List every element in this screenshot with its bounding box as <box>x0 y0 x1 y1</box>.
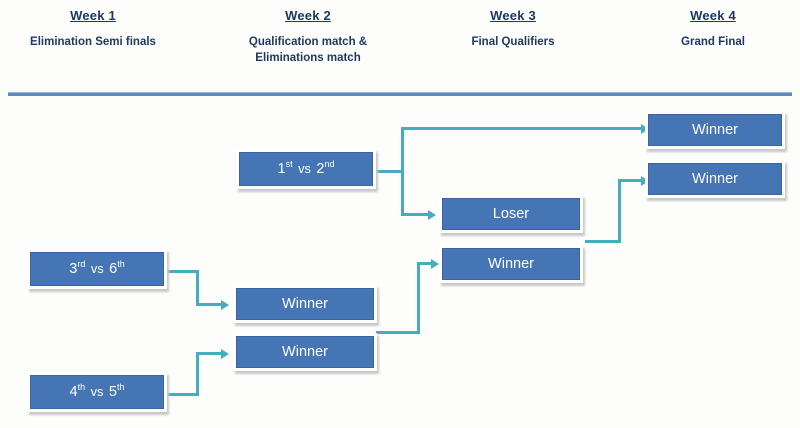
connector-w2-winner-bot-rise <box>417 262 420 334</box>
box-match-4v5[interactable]: 4th vs 5th <box>30 375 164 409</box>
connector-w3-loser-to-w4-winner-bot <box>618 179 643 182</box>
header-subtitle-week-4: Grand Final <box>681 36 745 48</box>
connector-4v5-rise <box>196 352 199 396</box>
connector-4v5-out <box>165 393 199 396</box>
header-subtitle-week-1: Elimination Semi finals <box>30 36 156 48</box>
connector-w2-winner-bot-to-w3-winner <box>417 262 433 265</box>
connector-w3-loser-out <box>585 240 621 243</box>
box-match-1v2-label: 1st vs 2nd <box>277 159 335 177</box>
arrow-to-w2-winner-top <box>221 299 229 310</box>
box-w2-winner-top[interactable]: Winner <box>236 288 374 320</box>
connector-1v2-stem <box>372 170 404 173</box>
header-subtitle-week-2: Qualification match & Eliminations match <box>248 36 368 64</box>
connector-3v6-drop <box>196 270 199 306</box>
header-column-week-4: Week 4 Grand Final <box>620 8 800 50</box>
connector-3v6-out <box>165 270 199 273</box>
connector-1v2-riser-up <box>401 127 404 173</box>
header-title-week-1: Week 1 <box>70 8 116 23</box>
header-subtitle-week-3: Final Qualifiers <box>471 36 555 48</box>
arrow-to-w3-winner <box>431 258 439 269</box>
box-w4-winner-top[interactable]: Winner <box>648 114 782 146</box>
arrow-to-w2-winner-bot <box>221 348 229 359</box>
header-divider <box>8 92 792 96</box>
box-match-3v6[interactable]: 3rd vs 6th <box>30 252 164 286</box>
header-column-week-1: Week 1 Elimination Semi finals <box>0 8 186 50</box>
header-title-week-3: Week 3 <box>490 8 536 23</box>
box-w3-loser[interactable]: Loser <box>442 198 580 230</box>
header-title-week-2: Week 2 <box>285 8 331 23</box>
connector-1v2-to-w4-winner-top <box>401 127 643 130</box>
box-w2-winner-bot[interactable]: Winner <box>236 336 374 368</box>
box-match-1v2[interactable]: 1st vs 2nd <box>239 152 373 186</box>
connector-w3-loser-rise <box>618 179 621 243</box>
arrow-to-w3-loser <box>428 209 436 220</box>
connector-1v2-to-w3-loser <box>401 213 429 216</box>
connector-1v2-riser-down <box>401 170 404 215</box>
header-column-week-3: Week 3 Final Qualifiers <box>420 8 606 50</box>
box-w3-winner[interactable]: Winner <box>442 248 580 280</box>
connector-w2-winner-bot-out <box>376 331 420 334</box>
header-title-week-4: Week 4 <box>690 8 736 23</box>
connector-4v5-to-w2-winner-bot <box>196 352 222 355</box>
box-w4-winner-bot[interactable]: Winner <box>648 163 782 195</box>
connector-3v6-to-w2-winner-top <box>196 303 222 306</box>
arrow-to-w4-winner-top <box>641 123 649 134</box>
arrow-to-w4-winner-bot <box>641 175 649 186</box>
box-match-4v5-label: 4th vs 5th <box>69 382 125 400</box>
box-match-3v6-label: 3rd vs 6th <box>69 259 125 277</box>
header-column-week-2: Week 2 Qualification match & Elimination… <box>215 8 401 66</box>
